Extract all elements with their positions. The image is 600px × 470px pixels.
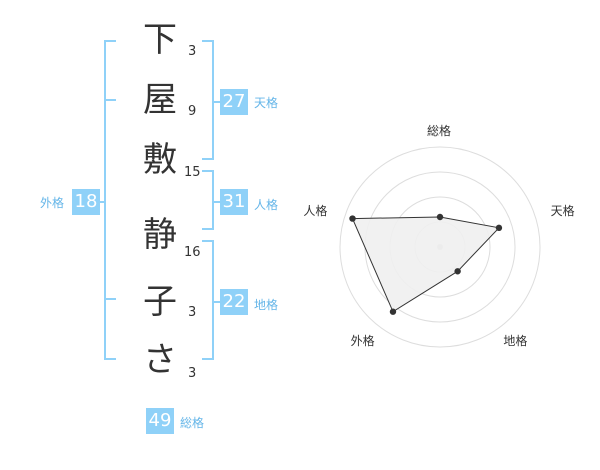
stroke-count-2: 9 <box>188 104 197 119</box>
radar-axis-label-1: 総格 <box>427 124 452 138</box>
radar-point-2 <box>495 224 503 232</box>
radar-axis-label-5: 人格 <box>303 204 328 219</box>
name-char-2: 屋 <box>143 80 177 120</box>
gaikaku-value: 18 <box>72 189 100 215</box>
tenkaku-value: 27 <box>220 89 248 115</box>
tenkaku-label: 天格 <box>254 96 279 110</box>
radar-polygon <box>351 216 500 313</box>
radar-point-4 <box>389 308 397 315</box>
radar-axis-label-2: 天格 <box>550 204 575 219</box>
stroke-count-3: 15 <box>184 165 201 180</box>
radar-chart <box>339 146 541 348</box>
radar-axis-label-3: 地格 <box>503 333 528 348</box>
soukaku-label: 総格 <box>180 416 205 430</box>
stroke-count-5: 3 <box>188 305 197 320</box>
chikaku-value: 22 <box>220 289 248 315</box>
name-char-5: 子 <box>143 282 177 322</box>
radar-axis-label-4: 外格 <box>350 333 375 348</box>
jinkaku-label: 人格 <box>254 198 279 212</box>
stroke-count-1: 3 <box>188 44 197 59</box>
stroke-count-6: 3 <box>188 366 197 381</box>
name-char-1: 下 <box>143 20 177 60</box>
name-char-4: 静 <box>143 215 177 255</box>
radar-point-1 <box>436 213 444 221</box>
radar-point-5 <box>349 215 356 222</box>
name-char-3: 敷 <box>143 140 177 180</box>
jinkaku-value: 31 <box>220 189 248 215</box>
radar-point-3 <box>454 268 461 275</box>
name-char-6: さ <box>143 340 177 380</box>
stroke-count-4: 16 <box>184 245 201 260</box>
chikaku-label: 地格 <box>254 298 279 312</box>
gaikaku-label: 外格 <box>40 196 65 210</box>
soukaku-value: 49 <box>146 408 174 434</box>
